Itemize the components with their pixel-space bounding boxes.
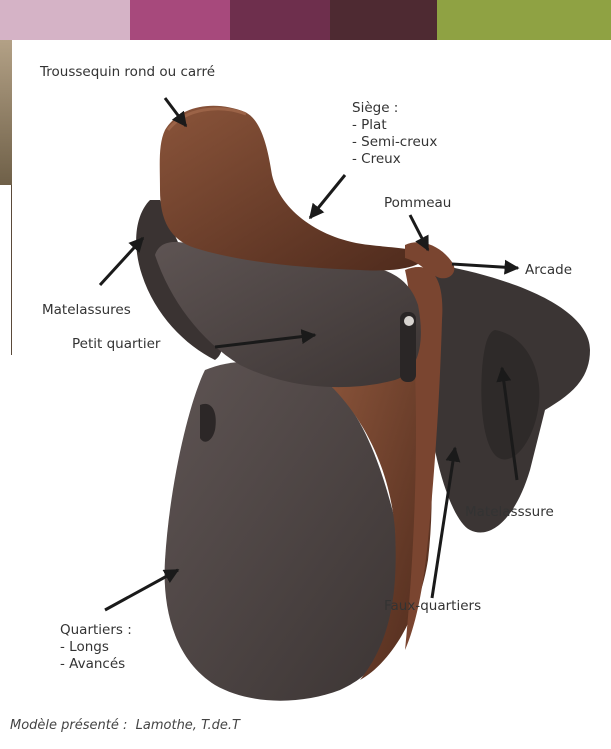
- label-siege: Siège : - Plat - Semi-creux - Creux: [352, 100, 437, 168]
- caption: Modèle présenté : Lamothe, T.de.T: [10, 718, 240, 733]
- label-pommeau: Pommeau: [384, 195, 451, 212]
- arrow-arcade: [452, 264, 518, 268]
- label-petit-quartier: Petit quartier: [72, 336, 160, 353]
- label-troussequin: Troussequin rond ou carré: [40, 64, 215, 81]
- label-matelassures: Matelassures: [42, 302, 131, 319]
- label-matelasssure: Matelasssure: [465, 504, 554, 521]
- arrow-siege: [310, 175, 345, 218]
- label-faux-quartiers: Faux-quartiers: [384, 598, 481, 615]
- label-quartiers: Quartiers : - Longs - Avancés: [60, 622, 132, 673]
- arrow-matelassures: [100, 238, 143, 285]
- label-arcade: Arcade: [525, 262, 572, 279]
- rivet: [404, 316, 414, 326]
